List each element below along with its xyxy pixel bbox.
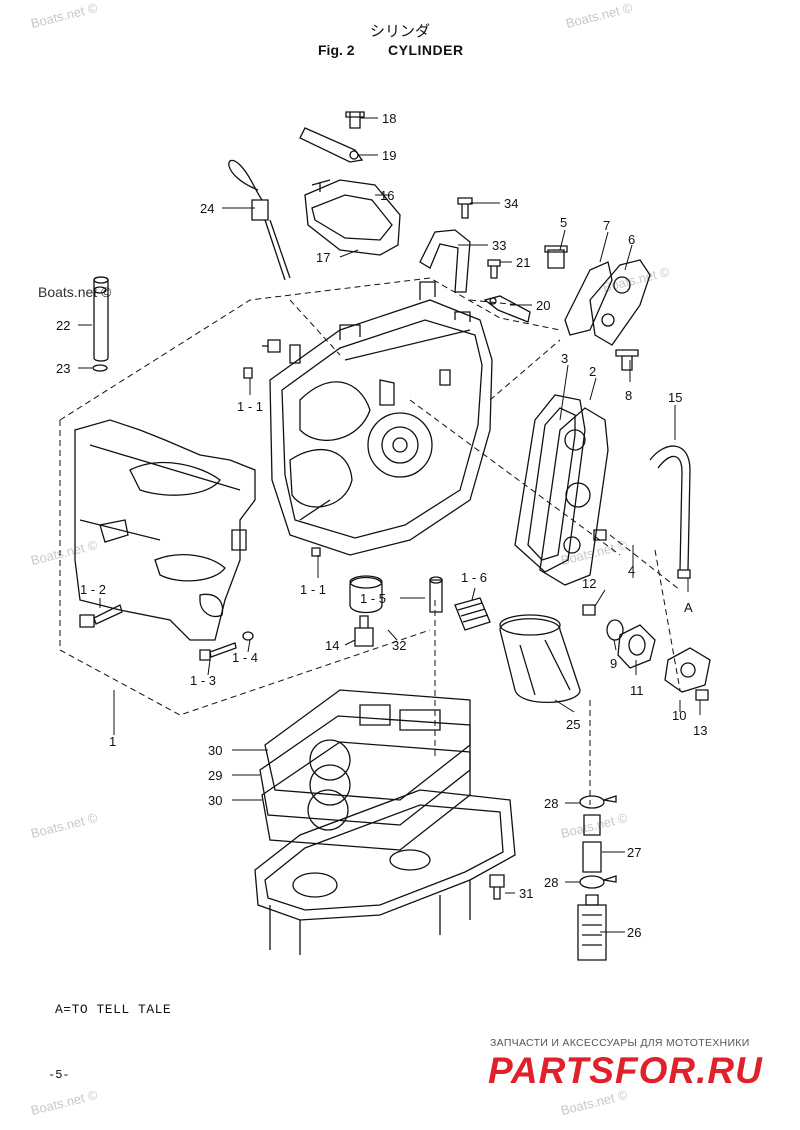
callout-label: 24: [200, 201, 214, 216]
callout-label: 17: [316, 250, 330, 265]
callout-label: 29: [208, 768, 222, 783]
callout-label: 14: [325, 638, 339, 653]
figure-number: Fig. 2: [318, 42, 355, 58]
callout-label: 19: [382, 148, 396, 163]
footnote: A=TO TELL TALE: [55, 1002, 172, 1017]
advert-tagline: ЗАПЧАСТИ И АКСЕССУАРЫ ДЛЯ МОТОТЕХНИКИ: [490, 1037, 750, 1049]
callout-label: 9: [610, 656, 617, 671]
callout-label: 1 - 4: [232, 650, 258, 665]
callout-label: 1 - 1: [300, 582, 326, 597]
watermark-main: Boats.net ©: [38, 284, 112, 300]
callout-label: 27: [627, 845, 641, 860]
callout-label: 33: [492, 238, 506, 253]
callout-label: 1 - 1: [237, 399, 263, 414]
callout-label: 21: [516, 255, 530, 270]
page-number: -5-: [48, 1068, 70, 1082]
callout-label: 8: [625, 388, 632, 403]
callout-label: 1 - 6: [461, 570, 487, 585]
callout-label: 1: [109, 734, 116, 749]
callout-label: 31: [519, 886, 533, 901]
callout-label: 5: [560, 215, 567, 230]
callout-label: 1 - 5: [360, 591, 386, 606]
callout-label: 30: [208, 793, 222, 808]
title-japanese: シリンダ: [369, 22, 430, 40]
callout-labels: 18 19 16 24 34 5 7 6 17 33 21 20 22 23 1…: [56, 111, 707, 940]
dipstick-24: [228, 159, 291, 281]
gasket-stack: [259, 689, 471, 851]
callout-label: 23: [56, 361, 70, 376]
assembly-outline: [59, 277, 681, 805]
callout-label: 18: [382, 111, 396, 126]
callout-label: A: [684, 600, 693, 615]
callout-label: 15: [668, 390, 682, 405]
cylinder-block: [243, 281, 493, 557]
exhaust-covers: [514, 394, 609, 586]
filter-hose-parts: [577, 795, 617, 961]
cover-assembly: [299, 111, 401, 256]
callout-label: 28: [544, 875, 558, 890]
pipe-22: [92, 276, 109, 372]
callout-label: 1 - 2: [80, 582, 106, 597]
crankcase: [254, 789, 516, 955]
advert-logo: PARTSFOR.RU: [488, 1050, 763, 1091]
callout-label: 26: [627, 925, 641, 940]
callout-label: 3: [561, 351, 568, 366]
callout-label: 11: [630, 683, 644, 698]
oil-filter-25: [499, 614, 581, 704]
callout-label: 13: [693, 723, 707, 738]
lower-housing: [74, 419, 256, 641]
callout-label: 2: [589, 364, 596, 379]
callout-label: 34: [504, 196, 518, 211]
callout-label: 10: [672, 708, 686, 723]
bracket-parts: [419, 197, 531, 323]
callout-label: 7: [603, 218, 610, 233]
callout-label: 6: [628, 232, 635, 247]
callout-label: 32: [392, 638, 406, 653]
small-fittings: [349, 575, 491, 647]
figure-name: CYLINDER: [388, 42, 464, 58]
callout-label: 4: [628, 563, 635, 578]
callout-label: 25: [566, 717, 580, 732]
housing-bolts: [79, 604, 254, 661]
telltale-fittings: [582, 529, 711, 701]
callout-label: 16: [380, 188, 394, 203]
callout-label: 30: [208, 743, 222, 758]
hose-15: [649, 445, 691, 579]
callout-label: 1 - 3: [190, 673, 216, 688]
callout-label: 28: [544, 796, 558, 811]
leader-lines: [78, 117, 701, 933]
callout-label: 22: [56, 318, 70, 333]
thermostat-parts: [544, 245, 651, 371]
callout-label: 20: [536, 298, 550, 313]
callout-label: 12: [582, 576, 596, 591]
